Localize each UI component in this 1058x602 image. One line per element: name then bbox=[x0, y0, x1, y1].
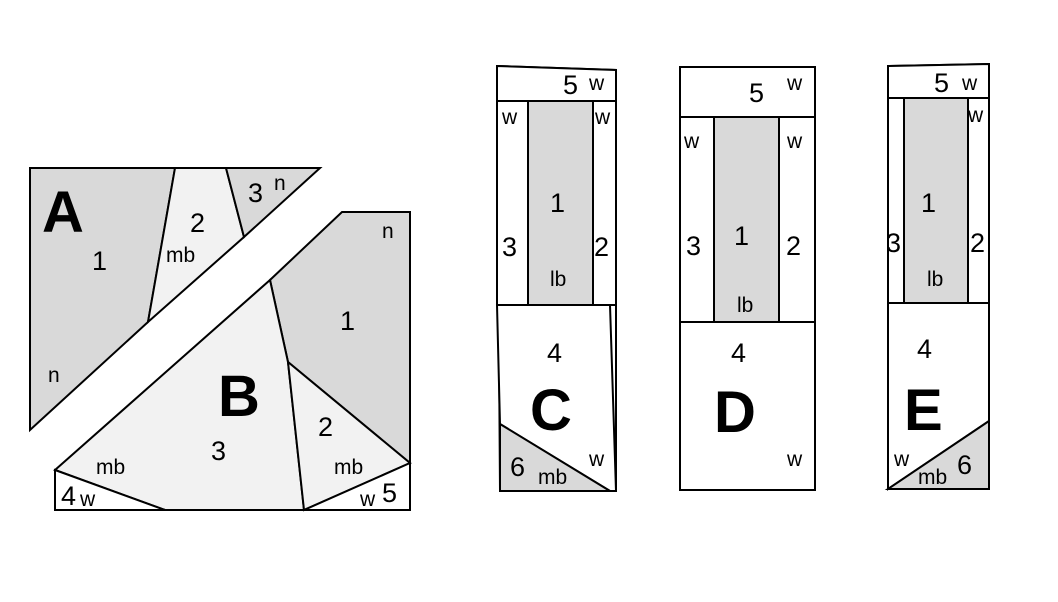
block-a-piece-2-number: 2 bbox=[190, 208, 205, 238]
block-e-piece-6 bbox=[884, 419, 990, 490]
block-b-piece-3 bbox=[53, 278, 306, 511]
block-d-piece-5-fabric: w bbox=[786, 72, 803, 95]
block-b-piece-5-number: 5 bbox=[382, 478, 397, 508]
block-b-piece-3-fabric: mb bbox=[96, 456, 125, 479]
block-c-piece-3-fabric: w bbox=[501, 106, 518, 129]
block-b-piece-1-fabric: n bbox=[382, 220, 394, 243]
block-c-piece-5-fabric: w bbox=[588, 72, 605, 95]
block-b-piece-2-number: 2 bbox=[318, 412, 333, 442]
block-d: D 1 lb 2 w 3 w 4 w 5 w bbox=[679, 66, 816, 491]
block-b: B 1 n 2 mb 3 mb 4 w 5 w bbox=[53, 211, 412, 512]
block-a-piece-1-number: 1 bbox=[92, 246, 107, 276]
block-b-piece-1-number: 1 bbox=[340, 306, 355, 336]
block-c-piece-6-number: 6 bbox=[510, 452, 525, 482]
block-c-piece-4-fabric: w bbox=[588, 448, 605, 471]
block-d-piece-3-number: 3 bbox=[686, 231, 701, 261]
block-c-letter: C bbox=[530, 378, 572, 443]
block-a-piece-3-number: 3 bbox=[248, 178, 263, 208]
block-a-piece-1-fabric: n bbox=[48, 364, 60, 387]
block-c-piece-6 bbox=[499, 422, 614, 492]
block-b-piece-4-fabric: w bbox=[79, 488, 96, 511]
block-e-piece-2-fabric: w bbox=[967, 104, 984, 127]
block-b-letter: B bbox=[218, 364, 260, 429]
block-a-piece-2-fabric: mb bbox=[166, 244, 195, 267]
block-c-piece-2 bbox=[592, 100, 617, 306]
block-d-piece-1-fabric: lb bbox=[737, 294, 753, 317]
block-e-piece-4-fabric: w bbox=[893, 448, 910, 471]
block-e-piece-1-number: 1 bbox=[921, 188, 936, 218]
block-c-piece-2-fabric: w bbox=[594, 106, 611, 129]
block-e-piece-3 bbox=[887, 97, 905, 304]
block-d-piece-2 bbox=[778, 116, 816, 323]
block-a: A 1 n 2 mb 3 n bbox=[29, 167, 323, 433]
block-a-letter: A bbox=[42, 180, 84, 245]
block-e-piece-3-number: 3 bbox=[886, 228, 901, 258]
block-e-piece-5-fabric: w bbox=[961, 72, 978, 95]
block-b-piece-2-fabric: mb bbox=[334, 456, 363, 479]
block-e-piece-1-fabric: lb bbox=[927, 268, 943, 291]
block-c-piece-1-fabric: lb bbox=[550, 268, 566, 291]
block-c-piece-4-number: 4 bbox=[547, 338, 562, 368]
block-b-piece-5 bbox=[303, 461, 411, 511]
block-e-piece-1 bbox=[903, 97, 969, 304]
block-d-piece-2-number: 2 bbox=[786, 231, 801, 261]
block-e-piece-6-fabric: mb bbox=[918, 466, 947, 489]
block-e-letter: E bbox=[904, 378, 943, 443]
block-d-piece-5-number: 5 bbox=[749, 78, 764, 108]
block-c-piece-5-number: 5 bbox=[563, 70, 578, 100]
block-a-piece-3 bbox=[224, 167, 323, 239]
block-e-piece-5-number: 5 bbox=[934, 68, 949, 98]
block-e-piece-2 bbox=[967, 97, 990, 304]
block-c-piece-6-fabric: mb bbox=[538, 466, 567, 489]
block-b-piece-3-number: 3 bbox=[211, 436, 226, 466]
block-c: C 1 lb 2 w 3 w 4 w 5 w 6 mb bbox=[495, 64, 618, 492]
block-d-piece-4-fabric: w bbox=[786, 448, 803, 471]
block-d-piece-3-fabric: w bbox=[683, 130, 700, 153]
block-c-piece-3 bbox=[496, 100, 529, 306]
block-d-piece-1 bbox=[713, 116, 780, 323]
block-e: E 1 lb 2 w 3 4 w 5 w 6 mb bbox=[884, 62, 990, 491]
block-e-piece-6-number: 6 bbox=[957, 450, 972, 480]
block-a-piece-3-fabric: n bbox=[274, 172, 286, 195]
block-d-piece-2-fabric: w bbox=[786, 130, 803, 153]
block-d-letter: D bbox=[714, 380, 756, 445]
block-b-piece-4-number: 4 bbox=[61, 481, 76, 511]
block-c-piece-4 bbox=[495, 304, 618, 492]
block-d-piece-1-number: 1 bbox=[734, 221, 749, 251]
block-c-piece-3-number: 3 bbox=[502, 232, 517, 262]
block-e-piece-4-number: 4 bbox=[917, 334, 932, 364]
block-c-piece-1-number: 1 bbox=[550, 188, 565, 218]
block-b-piece-5-fabric: w bbox=[359, 488, 376, 511]
block-d-piece-4 bbox=[679, 321, 816, 491]
block-c-piece-2-number: 2 bbox=[594, 232, 609, 262]
block-b-piece-4 bbox=[54, 468, 166, 511]
block-d-piece-4-number: 4 bbox=[731, 338, 746, 368]
block-e-piece-2-number: 2 bbox=[970, 228, 985, 258]
